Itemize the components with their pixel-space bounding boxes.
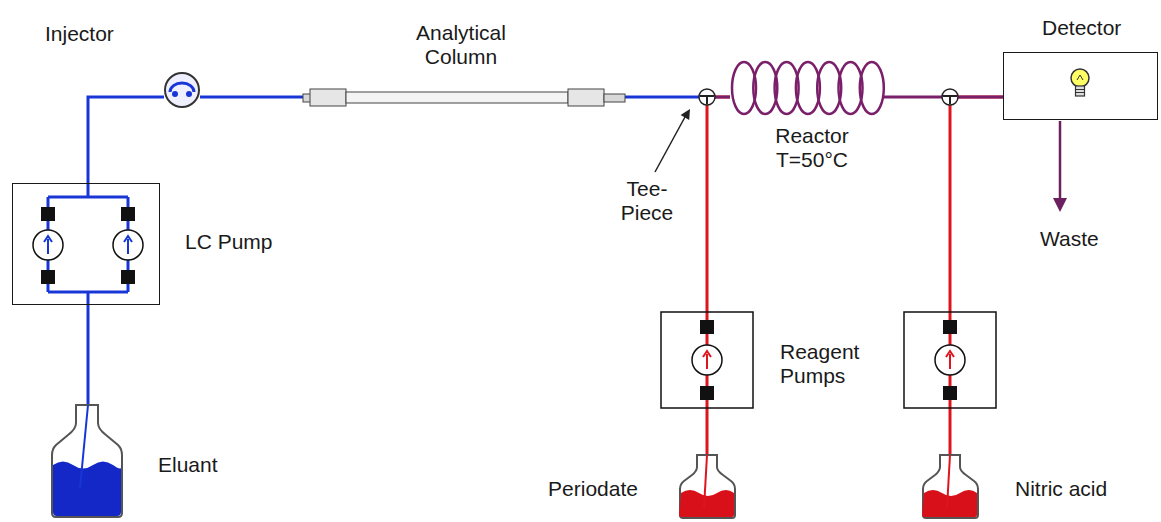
component-label: LC Pump bbox=[185, 230, 273, 254]
reactor-coil bbox=[732, 62, 884, 114]
lamp-bulb bbox=[1071, 69, 1089, 87]
check-valve bbox=[700, 320, 714, 334]
check-valve bbox=[943, 386, 957, 400]
lamp-filament bbox=[1077, 75, 1083, 80]
waste-arrowhead bbox=[1053, 198, 1067, 212]
bottle-outline bbox=[52, 405, 122, 517]
tee-piece bbox=[699, 89, 715, 105]
nitric-acid-liquid bbox=[922, 490, 977, 517]
detector-box: Detector bbox=[1003, 52, 1158, 120]
callout-label: Reagent Pumps bbox=[780, 340, 880, 388]
lamp-thread bbox=[1076, 90, 1085, 93]
check-valve bbox=[41, 270, 55, 284]
check-valve bbox=[943, 320, 957, 334]
tee-bore bbox=[943, 96, 957, 104]
component-label: Eluant bbox=[158, 453, 218, 477]
intake-tube bbox=[80, 405, 88, 488]
column-nut bbox=[604, 94, 625, 102]
check-valve bbox=[121, 207, 135, 221]
periodate-liquid bbox=[679, 490, 734, 517]
injector-valve bbox=[165, 73, 199, 107]
tubing bbox=[950, 97, 1003, 455]
component-label: Analytical Column bbox=[391, 21, 531, 69]
component-label: Nitric acid bbox=[1015, 477, 1107, 501]
leader-arrowhead bbox=[681, 109, 690, 120]
tubing bbox=[88, 97, 164, 183]
reactor-coil: Reactor T=50°C bbox=[730, 62, 882, 114]
pump-housing: LC Pump bbox=[12, 183, 160, 305]
pump-arrow bbox=[946, 351, 954, 369]
check-valve bbox=[700, 386, 714, 400]
valve-port bbox=[172, 91, 178, 97]
valve-port bbox=[186, 91, 192, 97]
tubing bbox=[87, 305, 90, 405]
component-label: Reactor T=50°C bbox=[762, 124, 862, 172]
component-label: Detector bbox=[1042, 16, 1121, 40]
column-tube bbox=[346, 92, 568, 103]
solvent-bottle: Eluant bbox=[52, 405, 122, 517]
intake-tube bbox=[947, 455, 950, 508]
pump-head bbox=[692, 345, 722, 375]
lamp-base bbox=[1076, 86, 1085, 96]
sample-loop bbox=[170, 83, 194, 92]
component-label: Injector bbox=[45, 22, 114, 46]
callout-label: Waste bbox=[1040, 227, 1099, 251]
injector-valve: Injector bbox=[164, 72, 200, 108]
bottle-outline bbox=[923, 455, 978, 518]
tubing bbox=[200, 96, 303, 99]
tubing bbox=[707, 97, 730, 455]
reagent-bottle: Nitric acid bbox=[925, 455, 980, 518]
analytical-column: Analytical Column bbox=[303, 89, 625, 106]
pump-arrow bbox=[44, 236, 132, 254]
component-label: Periodate bbox=[528, 477, 638, 501]
pump-housing bbox=[904, 312, 996, 408]
pump-arrow bbox=[703, 351, 711, 369]
coil-winding bbox=[860, 62, 884, 114]
intake-tube bbox=[704, 455, 707, 508]
reagent-bottle: Periodate bbox=[680, 455, 735, 518]
tee-piece bbox=[942, 89, 958, 105]
bottle-outline bbox=[680, 455, 735, 518]
pump-head bbox=[935, 345, 965, 375]
pump-housing bbox=[661, 312, 753, 408]
callout-label: Tee- Piece bbox=[610, 177, 684, 225]
waste-line bbox=[1059, 121, 1062, 200]
column-fitting bbox=[310, 89, 346, 106]
leader-line bbox=[655, 117, 685, 172]
check-valve bbox=[41, 207, 55, 221]
edge-group bbox=[88, 97, 1003, 455]
column-fitting bbox=[568, 89, 604, 106]
eluant-liquid bbox=[53, 462, 121, 517]
check-valve bbox=[121, 270, 135, 284]
tee-bore bbox=[700, 96, 714, 104]
